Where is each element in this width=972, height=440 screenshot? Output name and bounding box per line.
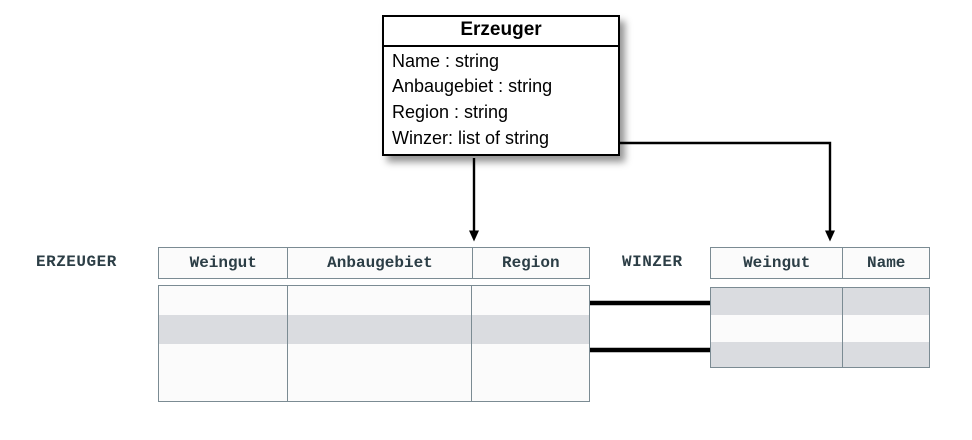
table-cell (288, 373, 472, 401)
table-cell (711, 315, 843, 342)
arrow-winzer-attr-to-winzer-table (602, 141, 835, 242)
table-cell (288, 344, 472, 373)
column-header: Weingut (159, 248, 289, 278)
table-row (711, 315, 929, 342)
uml-attribute: Region : string (392, 101, 509, 122)
uml-class-title: Erzeuger (384, 17, 618, 47)
table-cell (711, 288, 843, 315)
table-cell (472, 315, 589, 344)
table-cell (843, 315, 929, 342)
table-header-erzeuger: Weingut Anbaugebiet Region (158, 247, 590, 279)
uml-attribute: Anbaugebiet : string (392, 76, 553, 97)
table-row (711, 342, 929, 367)
table-row (159, 315, 589, 344)
table-cell (472, 286, 589, 315)
table-row (711, 288, 929, 315)
uml-attribute: Name : string (392, 50, 500, 71)
table-cell (159, 286, 288, 315)
uml-class-erzeuger: Erzeuger Name : string Anbaugebiet : str… (382, 15, 620, 157)
table-cell (159, 315, 288, 344)
uml-attribute: Winzer: list of string (392, 127, 550, 148)
table-header-winzer: Weingut Name (710, 247, 930, 279)
column-header: Name (866, 254, 906, 272)
table-cell (472, 344, 589, 373)
column-header: Weingut (711, 248, 844, 278)
column-header: Region (501, 254, 560, 272)
table-cell (159, 373, 288, 401)
table-cell (472, 373, 589, 401)
table-cell (711, 342, 843, 367)
table-label-erzeuger: ERZEUGER (36, 253, 117, 271)
table-row (159, 286, 589, 315)
table-cell (843, 288, 929, 315)
table-cell (843, 342, 929, 367)
table-row (159, 373, 589, 401)
table-label-winzer: WINZER (622, 253, 683, 271)
uml-attribute-list: Name : string Anbaugebiet : string Regio… (384, 47, 618, 154)
table-cell (288, 286, 472, 315)
table-cell (288, 315, 472, 344)
table-body-winzer (710, 287, 930, 368)
table-cell (159, 344, 288, 373)
column-header: Anbaugebiet (288, 248, 473, 278)
table-row (159, 344, 589, 373)
table-body-erzeuger (158, 285, 590, 402)
